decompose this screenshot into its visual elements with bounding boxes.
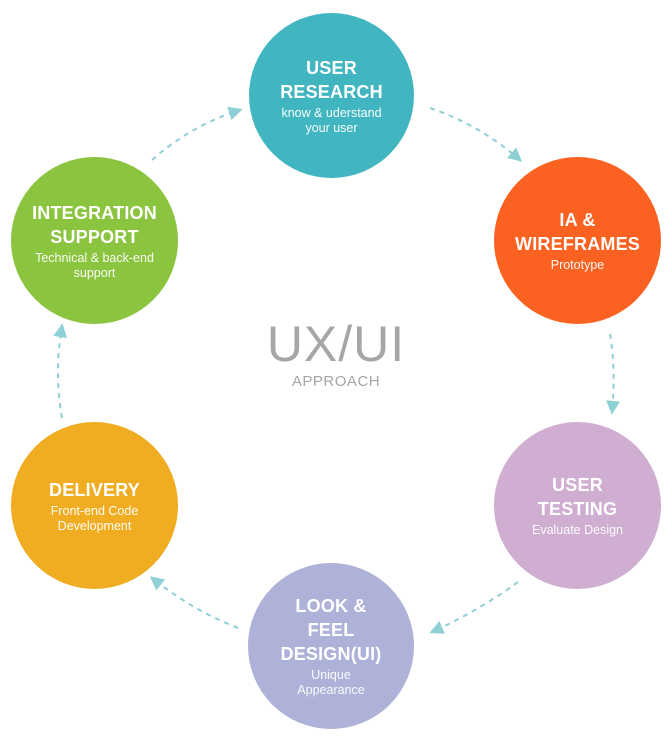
step-ia-wireframes: IA & WIREFRAMES Prototype — [494, 157, 661, 324]
step-subtitle: Technical & back-end support — [35, 250, 154, 280]
step-title: IA & WIREFRAMES — [515, 210, 640, 254]
step-user-testing: USER TESTING Evaluate Design — [494, 422, 661, 589]
center-label: UX/UI APPROACH — [236, 315, 436, 391]
step-subtitle: Evaluate Design — [531, 523, 624, 537]
step-look-and-feel: LOOK & FEEL DESIGN(UI) Unique Appearance — [248, 563, 414, 729]
step-subtitle: Unique Appearance — [297, 668, 365, 697]
step-title: LOOK & FEEL DESIGN(UI) — [280, 596, 382, 664]
center-title: UX/UI — [266, 316, 406, 372]
step-user-research: USER RESEARCH know & uderstand your user — [249, 13, 414, 178]
arrow-integration-to-research — [151, 106, 243, 161]
step-subtitle: Front-end Code Development — [50, 503, 139, 533]
arrow-delivery-to-integration — [53, 323, 67, 419]
arrow-look-to-delivery — [149, 576, 239, 629]
arrow-testing-to-look — [429, 581, 519, 634]
center-subtitle: APPROACH — [291, 373, 381, 390]
step-delivery: DELIVERY Front-end Code Development — [11, 422, 178, 589]
step-subtitle: know & uderstand your user — [281, 105, 382, 135]
step-title: USER TESTING — [537, 475, 618, 519]
step-integration-support: INTEGRATION SUPPORT Technical & back-end… — [11, 157, 178, 324]
arrow-ia-to-testing — [606, 333, 621, 415]
step-title: INTEGRATION SUPPORT — [32, 202, 157, 247]
step-title: DELIVERY — [49, 479, 140, 500]
step-title: USER RESEARCH — [280, 57, 383, 102]
arrow-research-to-ia — [429, 107, 523, 162]
step-subtitle: Prototype — [550, 258, 605, 272]
